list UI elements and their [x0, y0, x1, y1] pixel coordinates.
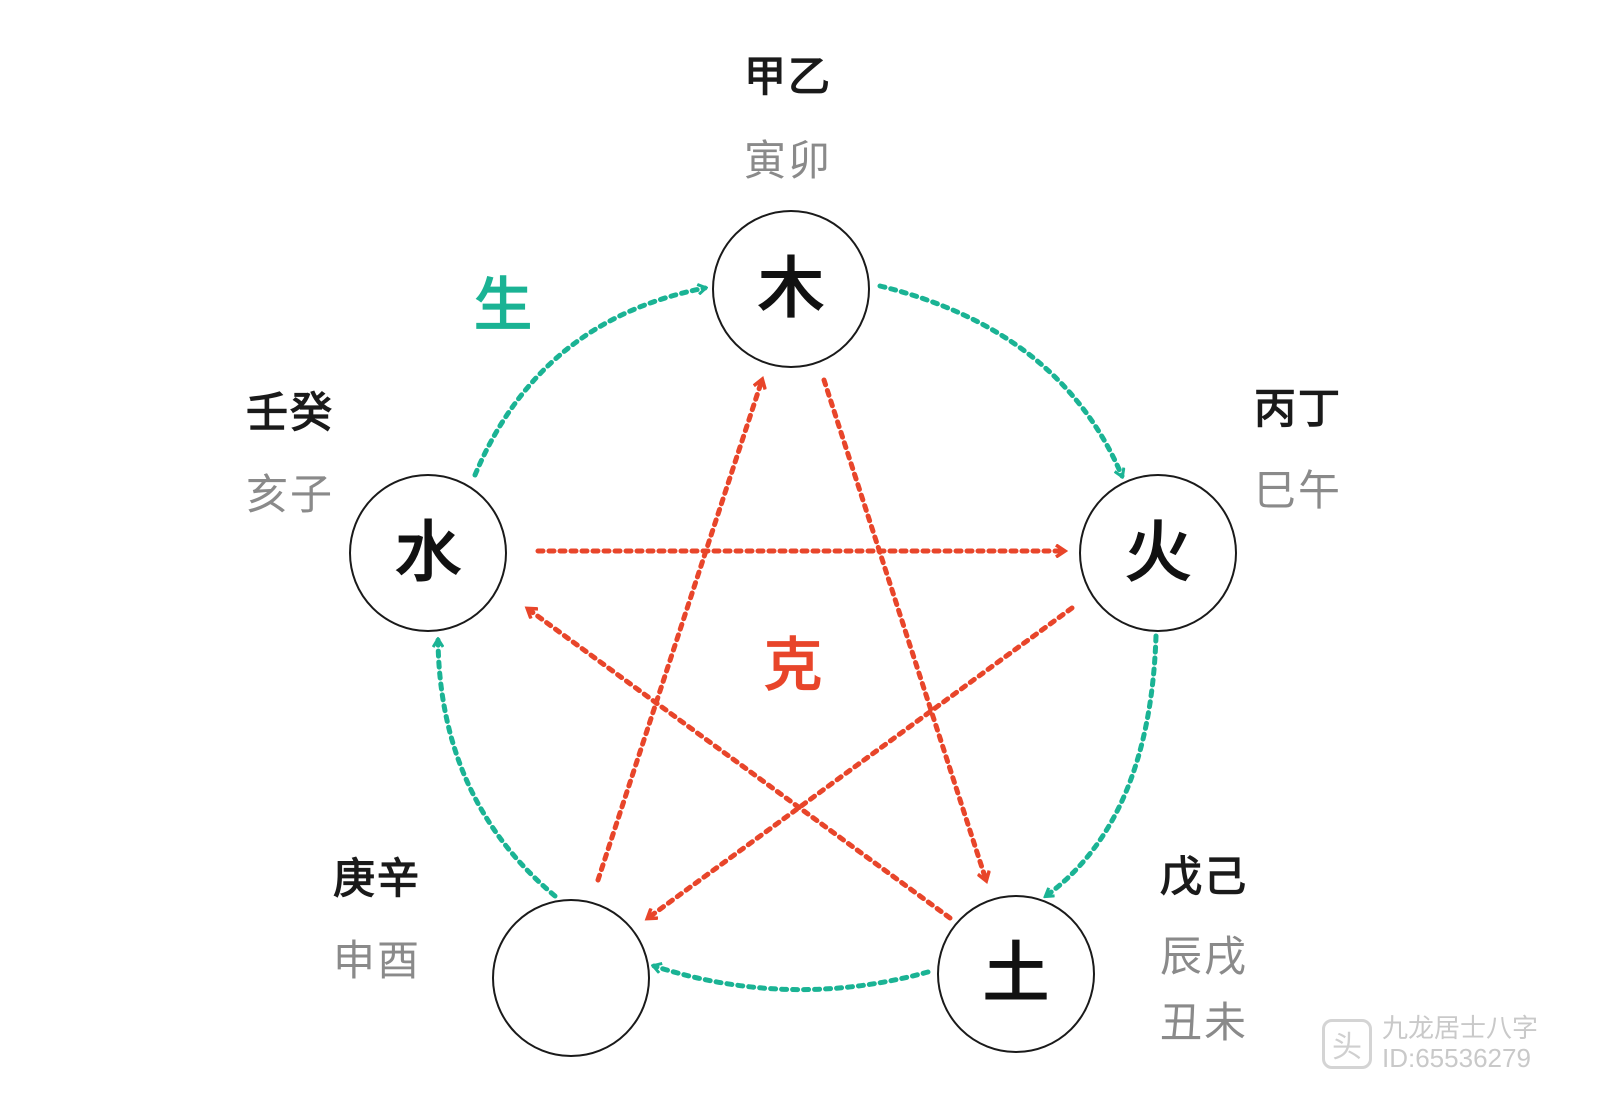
fire-branches: 巳午	[1254, 466, 1343, 515]
earth-stems: 戊己	[1160, 852, 1249, 901]
earth-char: 土	[983, 935, 1049, 1012]
earth-branches-line1: 辰戌	[1160, 932, 1249, 981]
watermark-line1: 九龙居士八字	[1382, 1013, 1539, 1043]
node-fire: 火	[1079, 474, 1237, 632]
arrow-water-to-wood	[472, 288, 705, 478]
watermark: 头 九龙居士八字 ID:65536279	[1322, 1013, 1539, 1074]
wood-char: 木	[758, 250, 824, 327]
water-stems: 壬癸	[246, 388, 335, 437]
metal-branches: 申酉	[333, 936, 422, 985]
generating-label: 生	[474, 271, 533, 339]
arrow-fire-to-earth	[1046, 633, 1159, 899]
water-branches: 亥子	[246, 470, 335, 519]
node-metal	[492, 899, 650, 1057]
earth-branches-line2: 丑未	[1160, 998, 1249, 1047]
arrow-metal-to-water	[438, 640, 558, 899]
fire-char: 火	[1125, 514, 1191, 591]
controlling-cycle	[528, 377, 1075, 921]
arrow-metal-to-wood	[595, 380, 762, 883]
fire-stems: 丙丁	[1254, 384, 1343, 433]
watermark-text: 九龙居士八字 ID:65536279	[1382, 1013, 1539, 1074]
toutiao-icon: 头	[1322, 1018, 1372, 1069]
node-wood: 木	[712, 210, 870, 368]
arrow-fire-to-metal	[648, 605, 1075, 921]
arrow-wood-to-earth	[821, 377, 986, 880]
water-char: 水	[395, 514, 461, 591]
arrow-earth-to-water	[528, 606, 953, 921]
node-water: 水	[349, 474, 507, 632]
metal-stems: 庚辛	[333, 854, 422, 903]
wood-stems: 甲乙	[744, 52, 833, 101]
arrow-wood-to-fire	[877, 283, 1122, 476]
watermark-line2: ID:65536279	[1382, 1042, 1531, 1073]
controlling-label: 克	[764, 631, 823, 699]
wood-branches: 寅卯	[744, 136, 833, 185]
arrow-earth-to-metal	[654, 966, 931, 993]
node-earth: 土	[937, 895, 1095, 1053]
generating-cycle	[438, 283, 1159, 993]
